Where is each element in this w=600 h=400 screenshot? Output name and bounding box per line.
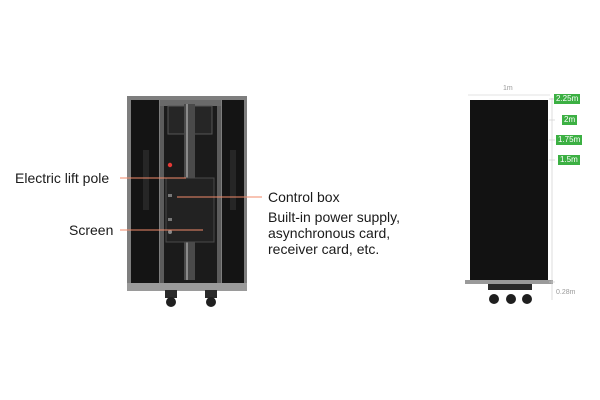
wheel-mount [165,290,177,298]
wheel-icon [522,294,532,304]
label-control-desc-3: receiver card, etc. [268,241,380,257]
right-door-handle [230,150,236,210]
power-switch-icon [168,230,172,234]
wheel-bar [488,284,532,290]
inner-rail-right [217,100,221,283]
label-electric-lift-pole: Electric lift pole [15,170,110,186]
wheel-icon [489,294,499,304]
callout-lines [120,177,262,231]
height-badge-1-75m: 1.75m [556,135,583,145]
case-wheels [165,290,217,307]
port-icon [168,194,172,197]
cabinet-base [465,280,553,284]
flight-case-open [127,96,247,307]
red-indicator-icon [167,162,173,168]
case-bottom-rail [127,283,247,291]
flight-case-closed [465,94,555,304]
port-icon [168,218,172,221]
label-control-desc-1: Built-in power supply, [268,209,401,225]
cabinet-body [470,100,548,280]
label-screen: Screen [69,222,114,238]
inner-rail-left [160,100,164,283]
wheel-icon [506,294,516,304]
dimension-bottom-height: 0.28m [556,289,576,296]
left-door-handle [143,150,149,210]
top-crossbar [160,100,221,106]
control-box-unit [165,177,215,243]
wheel-icon [206,297,216,307]
wheel-mount [205,290,217,298]
label-control-desc-2: asynchronous card, [268,225,391,241]
wheel-icon [166,297,176,307]
label-control-box: Control box [268,189,340,205]
height-badge-2-25m: 2.25m [554,94,581,104]
height-badge-1-5m: 1.5m [558,155,580,165]
height-badge-2m: 2m [562,115,578,125]
dimension-width: 1m [503,85,513,92]
cabinet-wheels [488,284,532,304]
